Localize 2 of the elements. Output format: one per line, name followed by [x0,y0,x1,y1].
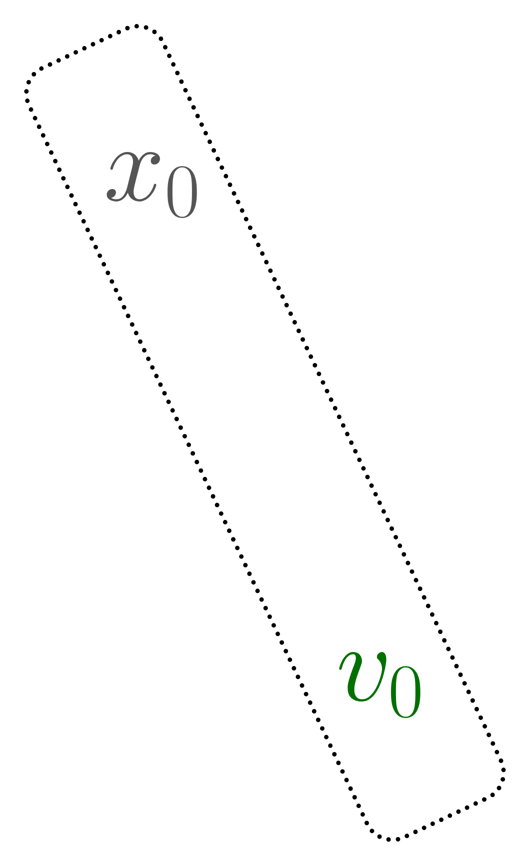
math-label: $x_0$ [106,152,197,218]
math-label: $v_0$ [339,652,420,718]
